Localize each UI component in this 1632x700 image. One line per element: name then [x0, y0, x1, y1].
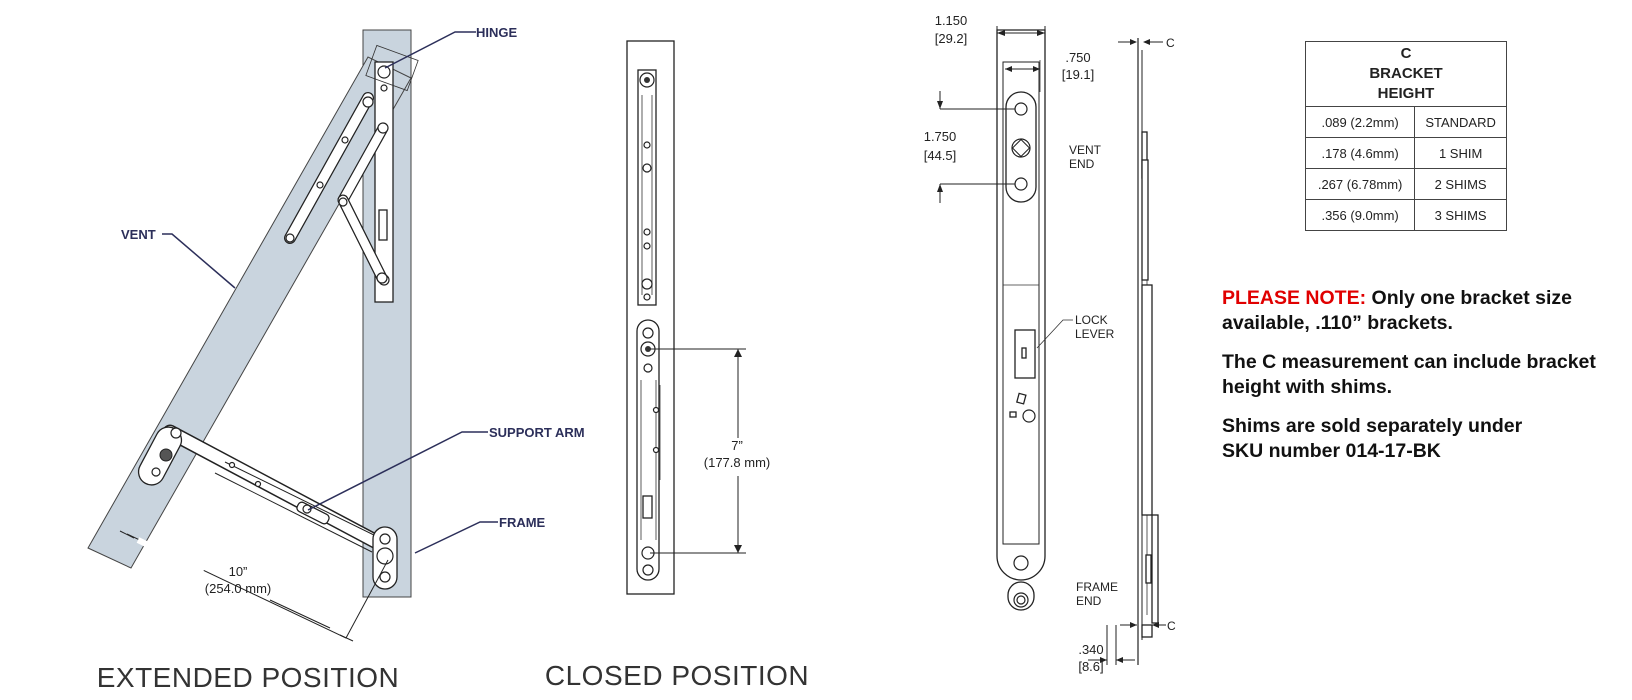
dim-inner-mm: [19.1]	[1062, 67, 1095, 82]
support-arm-leader	[307, 431, 488, 511]
table-cell-shims: 3 SHIMS	[1414, 199, 1507, 231]
note-3-text-a: Shims are sold separately under	[1222, 415, 1523, 437]
frame-end-label-2: END	[1076, 594, 1102, 608]
note-2: The C measurement can include bracket hei…	[1222, 350, 1627, 400]
closed-dim-inch: 7”	[731, 438, 743, 453]
extended-dim-mm: (254.0 mm)	[205, 581, 271, 596]
table-cell-size: .267 (6.78mm)	[1304, 168, 1416, 200]
frame-leader	[414, 521, 498, 554]
bracket-height-table: C BRACKET HEIGHT .089 (2.2mm) STANDARD .…	[1304, 41, 1507, 231]
table-header-height: HEIGHT	[1377, 85, 1435, 102]
table-cell-shims: STANDARD	[1414, 106, 1507, 138]
table-cell-shims: 2 SHIMS	[1414, 168, 1507, 200]
note-1-text-b: available, .110” brackets.	[1222, 312, 1453, 334]
note-prefix: PLEASE NOTE:	[1222, 287, 1367, 309]
support-arm-label: SUPPORT ARM	[489, 425, 585, 440]
table-cell-shims: 1 SHIM	[1414, 137, 1507, 169]
frame-end-label-1: FRAME	[1076, 580, 1118, 594]
detail-view: 1.150 [29.2] .750 [19.1] 1.750 [44.5] VE…	[924, 13, 1135, 674]
vent-label: VENT	[121, 227, 156, 242]
hinge-track	[374, 61, 394, 303]
table-row: .089 (2.2mm) STANDARD	[1304, 106, 1507, 138]
table-header-row: C BRACKET HEIGHT	[1305, 41, 1507, 107]
frame-label: FRAME	[499, 515, 546, 530]
extended-dim-inch: 10”	[229, 564, 248, 579]
side-profile: C C	[1118, 36, 1176, 665]
dim-bottom-inch: .340	[1078, 642, 1103, 657]
hinge-leader	[384, 31, 476, 69]
extended-view: HINGE VENT SUPPORT ARM FRAME 10” (254.0 …	[87, 25, 585, 693]
lock-label-2: LEVER	[1075, 327, 1115, 341]
closed-dim-mm: (177.8 mm)	[704, 455, 770, 470]
table-row: .267 (6.78mm) 2 SHIMS	[1304, 168, 1507, 200]
note-1: PLEASE NOTE: Only one bracket size availa…	[1222, 286, 1627, 336]
extended-caption: EXTENDED POSITION	[97, 662, 400, 693]
table-cell-size: .356 (9.0mm)	[1304, 199, 1416, 231]
closed-caption: CLOSED POSITION	[545, 660, 809, 691]
dim-top-inch: 1.150	[935, 13, 968, 28]
c-bottom-label: C	[1167, 619, 1176, 633]
hinge-label: HINGE	[476, 25, 518, 40]
vent-end-label-2: END	[1069, 157, 1095, 171]
closed-hinge	[637, 69, 657, 306]
lock-label-1: LOCK	[1075, 313, 1108, 327]
note-1-text-a: Only one bracket size	[1366, 287, 1573, 309]
dim-inner-inch: .750	[1065, 50, 1090, 65]
dim-bottom-mm: [8.6]	[1078, 659, 1103, 674]
c-top-label: C	[1166, 36, 1175, 50]
table-header-bracket: BRACKET	[1369, 65, 1443, 82]
table-header-c: C	[1400, 45, 1412, 62]
table-header: C BRACKET HEIGHT	[1305, 41, 1507, 107]
lock-leader	[1036, 319, 1073, 349]
closed-view: 7” (177.8 mm) CLOSED POSITION	[545, 40, 809, 691]
dim-holes-inch: 1.750	[924, 129, 957, 144]
note-2-text-a: The C measurement can include bracket	[1222, 351, 1596, 373]
note-2-text-b: height with shims.	[1222, 376, 1393, 398]
vent-leader	[162, 233, 236, 289]
notes-block: PLEASE NOTE: Only one bracket size availa…	[1222, 286, 1627, 478]
dim-holes-mm: [44.5]	[924, 148, 957, 163]
dim-top-mm: [29.2]	[935, 31, 968, 46]
table-cell-size: .089 (2.2mm)	[1304, 106, 1416, 138]
vent-end-label-1: VENT	[1069, 143, 1102, 157]
table-row: .356 (9.0mm) 3 SHIMS	[1304, 199, 1507, 231]
table-row: .178 (4.6mm) 1 SHIM	[1304, 137, 1507, 169]
note-3-text-b: SKU number 014-17-BK	[1222, 440, 1441, 462]
table-cell-size: .178 (4.6mm)	[1304, 137, 1416, 169]
